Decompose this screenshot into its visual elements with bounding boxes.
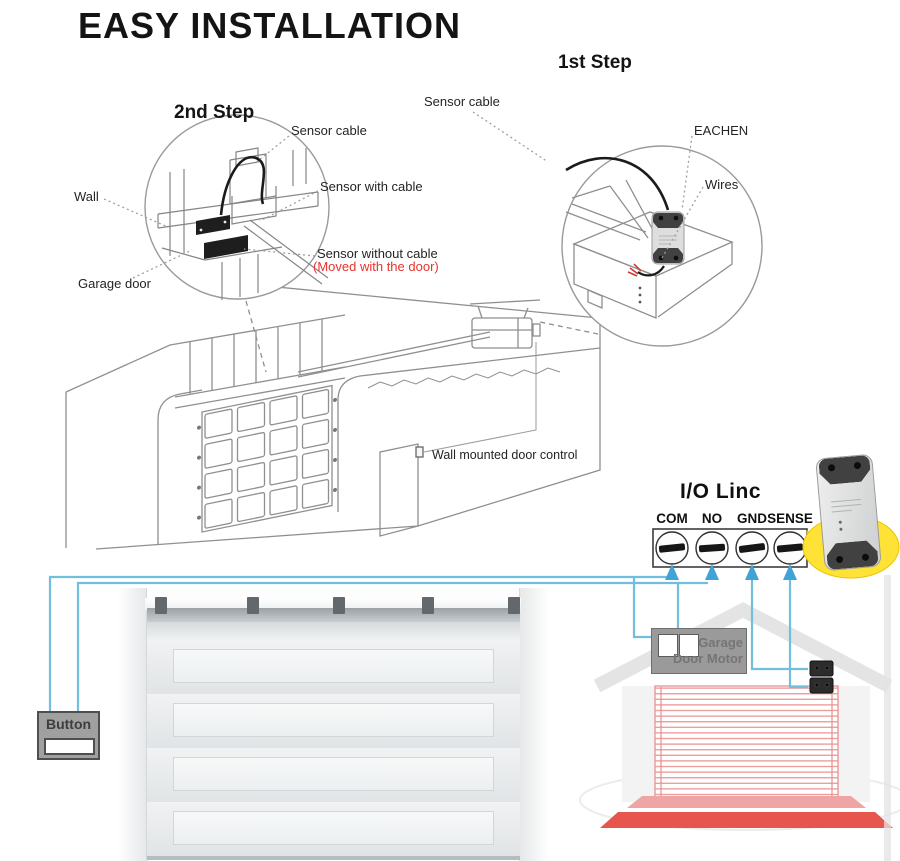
track-bracket: [508, 597, 520, 614]
label-wires: Wires: [705, 177, 739, 192]
sensor-cable-curve: [565, 156, 670, 211]
label-garage-door: Garage door: [78, 276, 151, 291]
door-frame-left: [118, 588, 147, 861]
door-bottom-shadow: [147, 856, 520, 860]
motor-terminal-1: [658, 634, 678, 657]
button-slot: [44, 738, 95, 755]
door-panel: [147, 694, 520, 749]
label-wall-mounted-control: Wall mounted door control: [432, 448, 578, 462]
door-frame-right: [519, 588, 549, 861]
button-label: Button: [45, 716, 92, 732]
terminal-label-com: COM: [656, 511, 688, 526]
track-bracket: [333, 597, 345, 614]
step1-title: 1st Step: [558, 52, 632, 73]
wiring: [48, 575, 808, 713]
label-wall: Wall: [74, 189, 99, 204]
wire-no: [76, 581, 708, 713]
terminal-label-gnd: GND: [737, 511, 767, 526]
red-wires: [627, 263, 642, 277]
terminal-label-no: NO: [701, 511, 723, 526]
driveway-upper: [627, 796, 866, 808]
motor-terminal-2: [679, 634, 699, 657]
page-title: EASY INSTALLATION: [78, 5, 462, 46]
motor-label-line1: Garage: [698, 635, 743, 650]
step1-detail-circle: [561, 145, 763, 347]
label-sensor-cable-step2: Sensor cable: [291, 123, 367, 138]
pointer-dashed-lines: [245, 300, 599, 373]
door-sensor-magnet: [809, 660, 834, 694]
door-top-shadow: [147, 622, 520, 640]
track-bracket: [422, 597, 434, 614]
screw-terminals: [655, 531, 807, 565]
sensor-without-cable-part: [204, 235, 248, 259]
wall-button-box: Button: [37, 711, 100, 760]
door-panel: [147, 802, 520, 857]
wire-arrows: [665, 564, 797, 580]
label-sensor-with-cable: Sensor with cable: [320, 179, 423, 194]
house-illustration: [579, 575, 900, 861]
wire-com-to-motor: [632, 577, 652, 639]
track-bracket: [155, 597, 167, 614]
step2-title: 2nd Step: [174, 102, 255, 123]
red-striped-door: [654, 685, 839, 799]
label-moved-with-door: (Moved with the door): [313, 259, 439, 274]
io-linc-title: I/O Linc: [680, 480, 762, 503]
sensor-cable-curve: [219, 156, 266, 216]
garage-interior-drawing: [65, 281, 641, 550]
terminal-block: [652, 528, 808, 568]
terminal-label-sense: SENSE: [767, 511, 813, 526]
eachen-module-drawing: [651, 211, 685, 265]
door-panel: [147, 748, 520, 803]
driveway-lower: [600, 812, 893, 828]
motor-label-line2: Door Motor: [672, 651, 743, 666]
wire-com: [48, 575, 668, 713]
wall-control-icon: [415, 446, 424, 458]
garage-door-photo: [118, 588, 549, 861]
label-sensor-cable-step1: Sensor cable: [424, 94, 500, 109]
label-sensor-without-cable: Sensor without cable: [317, 246, 438, 261]
step2-detail-circle: [144, 114, 330, 300]
sensor-with-cable-part: [196, 215, 230, 235]
garage-door-motor-box: Garage Door Motor: [651, 628, 747, 674]
eachen-device-photo: [815, 453, 882, 572]
label-eachen: EACHEN: [694, 123, 749, 138]
callout-lines: [103, 111, 704, 279]
track-bracket: [247, 597, 259, 614]
wire-sense: [788, 578, 808, 689]
